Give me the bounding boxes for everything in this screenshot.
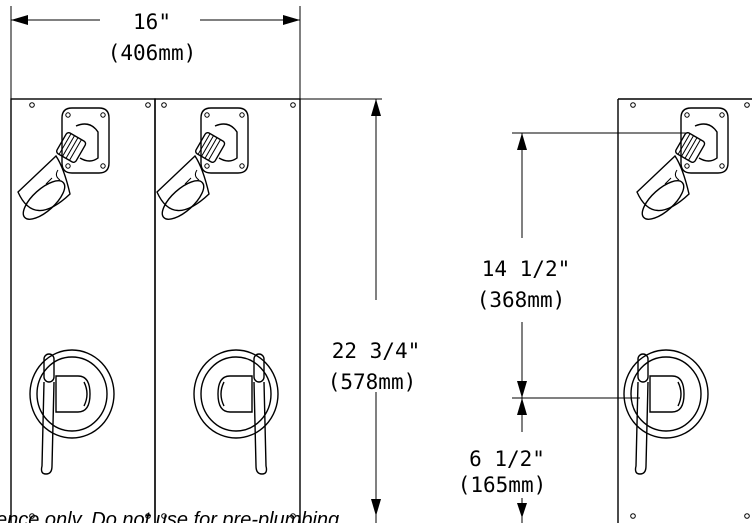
- shower-head-left: [16, 107, 110, 227]
- valve-handle-left: [29, 349, 115, 475]
- valve-height-imperial-label: 6 1/2": [469, 447, 545, 471]
- front-view: [10, 98, 301, 523]
- valve-handle-right: [193, 349, 279, 475]
- width-dimension: 16" (406mm): [10, 6, 301, 99]
- height-imperial-label: 22 3/4": [332, 339, 421, 363]
- footer-note: ence only. Do not use for pre-plumbing: [0, 509, 339, 523]
- right-panel: [154, 98, 301, 523]
- shower-head-right: [155, 107, 249, 227]
- head-height-imperial-label: 14 1/2": [482, 257, 571, 281]
- shower-head-single: [635, 107, 729, 227]
- valve-height-dimension: 6 1/2" (165mm): [458, 397, 640, 523]
- head-height-dimension: 14 1/2" (368mm): [477, 132, 688, 398]
- width-metric-label: (406mm): [108, 41, 197, 65]
- valve-handle-single: [623, 349, 709, 475]
- valve-height-metric-label: (165mm): [458, 473, 547, 497]
- height-metric-label: (578mm): [328, 370, 417, 394]
- left-panel: [10, 98, 156, 523]
- head-height-metric-label: (368mm): [477, 288, 566, 312]
- width-imperial-label: 16": [133, 10, 171, 34]
- side-view: [617, 98, 752, 523]
- height-dimension: 22 3/4" (578mm): [300, 98, 421, 523]
